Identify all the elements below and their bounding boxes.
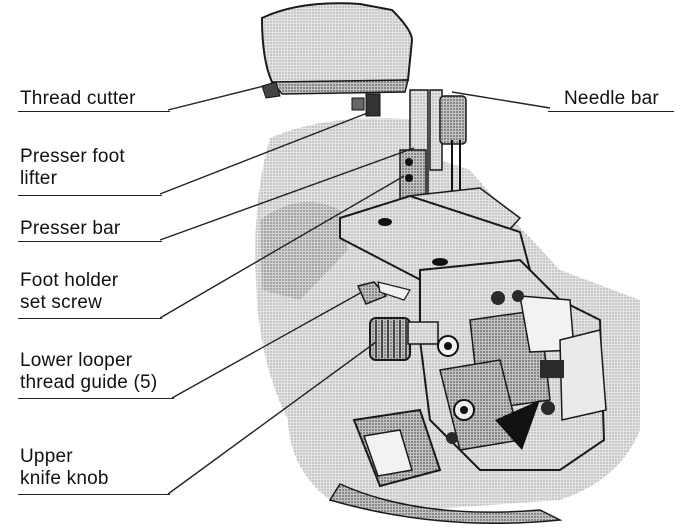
label-needle-bar: Needle bar (564, 88, 659, 109)
leader-presser-bar (159, 147, 415, 241)
leader-thread-cutter (167, 85, 265, 111)
presser-foot-lifter-tab (365, 93, 381, 117)
label-foot-holder-set-screw: Foot holder set screw (20, 270, 119, 313)
leader-upper-knife-knob (167, 341, 377, 495)
foot-holder (399, 149, 427, 201)
upper-arm-housing (260, 2, 414, 88)
underline-lower-looper-thread-guide (18, 398, 174, 399)
label-lower-looper-thread-guide: Lower looper thread guide (5) (20, 350, 158, 393)
leader-lower-looper-thread-guide (171, 291, 363, 399)
underline-needle-bar (548, 111, 674, 112)
thread-guide (356, 281, 388, 305)
label-thread-cutter: Thread cutter (20, 88, 136, 109)
leader-foot-holder-set-screw (159, 175, 405, 319)
label-presser-bar: Presser bar (20, 218, 121, 239)
leader-presser-foot-lifter (159, 111, 371, 195)
label-presser-foot-lifter: Presser foot lifter (20, 146, 125, 189)
underline-foot-holder-set-screw (18, 318, 162, 319)
label-upper-knife-knob: Upper knife knob (20, 446, 109, 489)
thread-cutter-blade (261, 81, 281, 99)
underline-upper-knife-knob (18, 494, 170, 495)
underline-thread-cutter (18, 111, 170, 112)
leader-needle-bar (451, 91, 551, 109)
underline-presser-foot-lifter (18, 195, 162, 196)
underline-presser-bar (18, 241, 162, 242)
